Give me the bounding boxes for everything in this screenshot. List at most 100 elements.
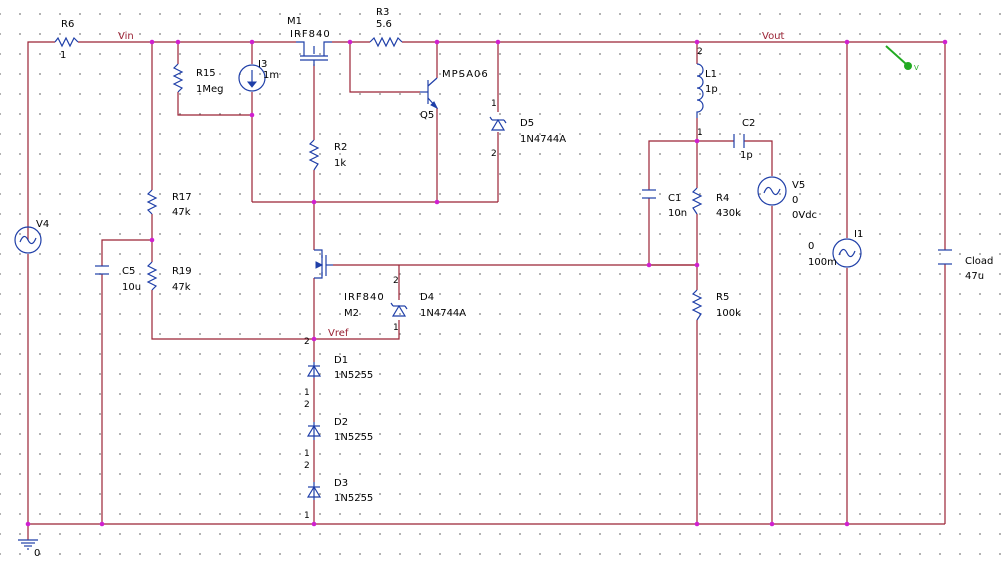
i3-value: 1m — [263, 70, 279, 81]
l1-pin1: 1 — [697, 128, 703, 138]
d4[interactable] — [390, 302, 408, 317]
d1-pin2: 2 — [304, 337, 310, 347]
v4[interactable] — [14, 226, 42, 254]
net-vref-label: Vref — [328, 328, 349, 339]
cload-ref: Cload — [965, 256, 993, 267]
d4-ref: D4 — [420, 292, 434, 303]
probe-label: V — [914, 64, 919, 72]
r4[interactable] — [691, 187, 703, 215]
part-labels: R6 1 M1 IRF840 R3 5.6 R15 1Meg I3 1m MPS… — [36, 7, 993, 504]
d5-ref: D5 — [520, 118, 534, 129]
i1[interactable] — [832, 238, 862, 268]
r19-ref: R19 — [172, 266, 192, 277]
cload[interactable] — [938, 249, 952, 265]
v5-ref: V5 — [792, 180, 805, 191]
d4-pin2: 2 — [393, 276, 399, 286]
m1-value: IRF840 — [290, 29, 331, 40]
r17-ref: R17 — [172, 192, 192, 203]
v5[interactable] — [757, 176, 787, 206]
d5-pin2: 2 — [491, 149, 497, 159]
r4-ref: R4 — [716, 193, 729, 204]
r2[interactable] — [308, 139, 320, 171]
d5-pin1: 1 — [491, 99, 497, 109]
d2-ref: D2 — [334, 417, 348, 428]
m2[interactable] — [314, 249, 333, 279]
l1[interactable] — [696, 63, 704, 118]
r3-value: 5.6 — [376, 19, 392, 30]
m2-value: IRF840 — [344, 292, 385, 303]
d1-ref: D1 — [334, 355, 348, 366]
l1-value: 1p — [705, 84, 718, 95]
v5-value2: 0Vdc — [792, 210, 817, 221]
r6[interactable] — [54, 36, 79, 48]
m1-ref: M1 — [287, 16, 302, 27]
r5[interactable] — [691, 289, 703, 321]
net-vin-label: Vin — [118, 31, 134, 42]
d1-pin1: 1 — [304, 388, 310, 398]
r3-ref: R3 — [376, 7, 389, 18]
c5-ref: C5 — [122, 266, 135, 277]
d3-pin1: 1 — [304, 511, 310, 521]
v4-ref: V4 — [36, 219, 49, 230]
d2-pin1: 1 — [304, 449, 310, 459]
pin-numbers: 1 2 2 1 2 1 2 1 2 1 2 1 — [304, 47, 703, 521]
d5-value: 1N4744A — [520, 134, 566, 145]
junctions — [25, 39, 948, 527]
d4-pin1: 1 — [393, 323, 399, 333]
r17[interactable] — [146, 189, 158, 215]
r15-ref: R15 — [196, 68, 216, 79]
d4-value: 1N4744A — [420, 308, 466, 319]
r6-ref: R6 — [61, 19, 74, 30]
d3[interactable] — [306, 482, 322, 500]
c1-value: 10n — [668, 208, 687, 219]
c2[interactable] — [733, 134, 745, 148]
r2-ref: R2 — [334, 142, 347, 153]
c5[interactable] — [95, 265, 109, 275]
d2[interactable] — [306, 422, 322, 440]
q5-ref: Q5 — [420, 110, 434, 121]
i1-value2: 100m — [808, 257, 837, 268]
c1[interactable] — [642, 189, 656, 199]
r19-value: 47k — [172, 282, 191, 293]
c5-value: 10u — [122, 282, 141, 293]
net-vout-label: Vout — [762, 31, 785, 42]
l1-pin2: 2 — [697, 47, 703, 57]
i1-ref: I1 — [854, 229, 863, 240]
d3-pin2: 2 — [304, 461, 310, 471]
voltage-probe-icon[interactable]: V — [885, 45, 919, 72]
ground-symbol — [18, 539, 38, 550]
m2-ref: M2 — [344, 308, 359, 319]
c2-value: 1p — [740, 150, 753, 161]
cload-value: 47u — [965, 271, 984, 282]
r15[interactable] — [172, 63, 184, 93]
m1[interactable] — [296, 41, 332, 66]
r3[interactable] — [369, 36, 403, 48]
r2-value: 1k — [334, 158, 346, 169]
d1[interactable] — [306, 362, 322, 378]
d2-pin2: 2 — [304, 400, 310, 410]
d5[interactable] — [489, 116, 507, 131]
d3-value: 1N5255 — [334, 493, 373, 504]
i3-ref: I3 — [258, 59, 267, 70]
r5-ref: R5 — [716, 292, 729, 303]
wires — [27, 41, 946, 540]
r6-value: 1 — [60, 50, 66, 61]
net-gnd-label: 0 — [34, 548, 40, 559]
r4-value: 430k — [716, 208, 741, 219]
r19[interactable] — [146, 261, 158, 291]
d1-value: 1N5255 — [334, 370, 373, 381]
c2-ref: C2 — [742, 118, 755, 129]
r15-value: 1Meg — [196, 84, 224, 95]
c1-ref: C1 — [668, 193, 681, 204]
q5[interactable] — [420, 77, 439, 110]
q5-value: MPSA06 — [442, 69, 489, 80]
r17-value: 47k — [172, 207, 191, 218]
i1-value: 0 — [808, 241, 814, 252]
v5-value: 0 — [792, 195, 798, 206]
r5-value: 100k — [716, 308, 741, 319]
i3[interactable] — [238, 64, 266, 92]
d3-ref: D3 — [334, 478, 348, 489]
l1-ref: L1 — [705, 69, 717, 80]
